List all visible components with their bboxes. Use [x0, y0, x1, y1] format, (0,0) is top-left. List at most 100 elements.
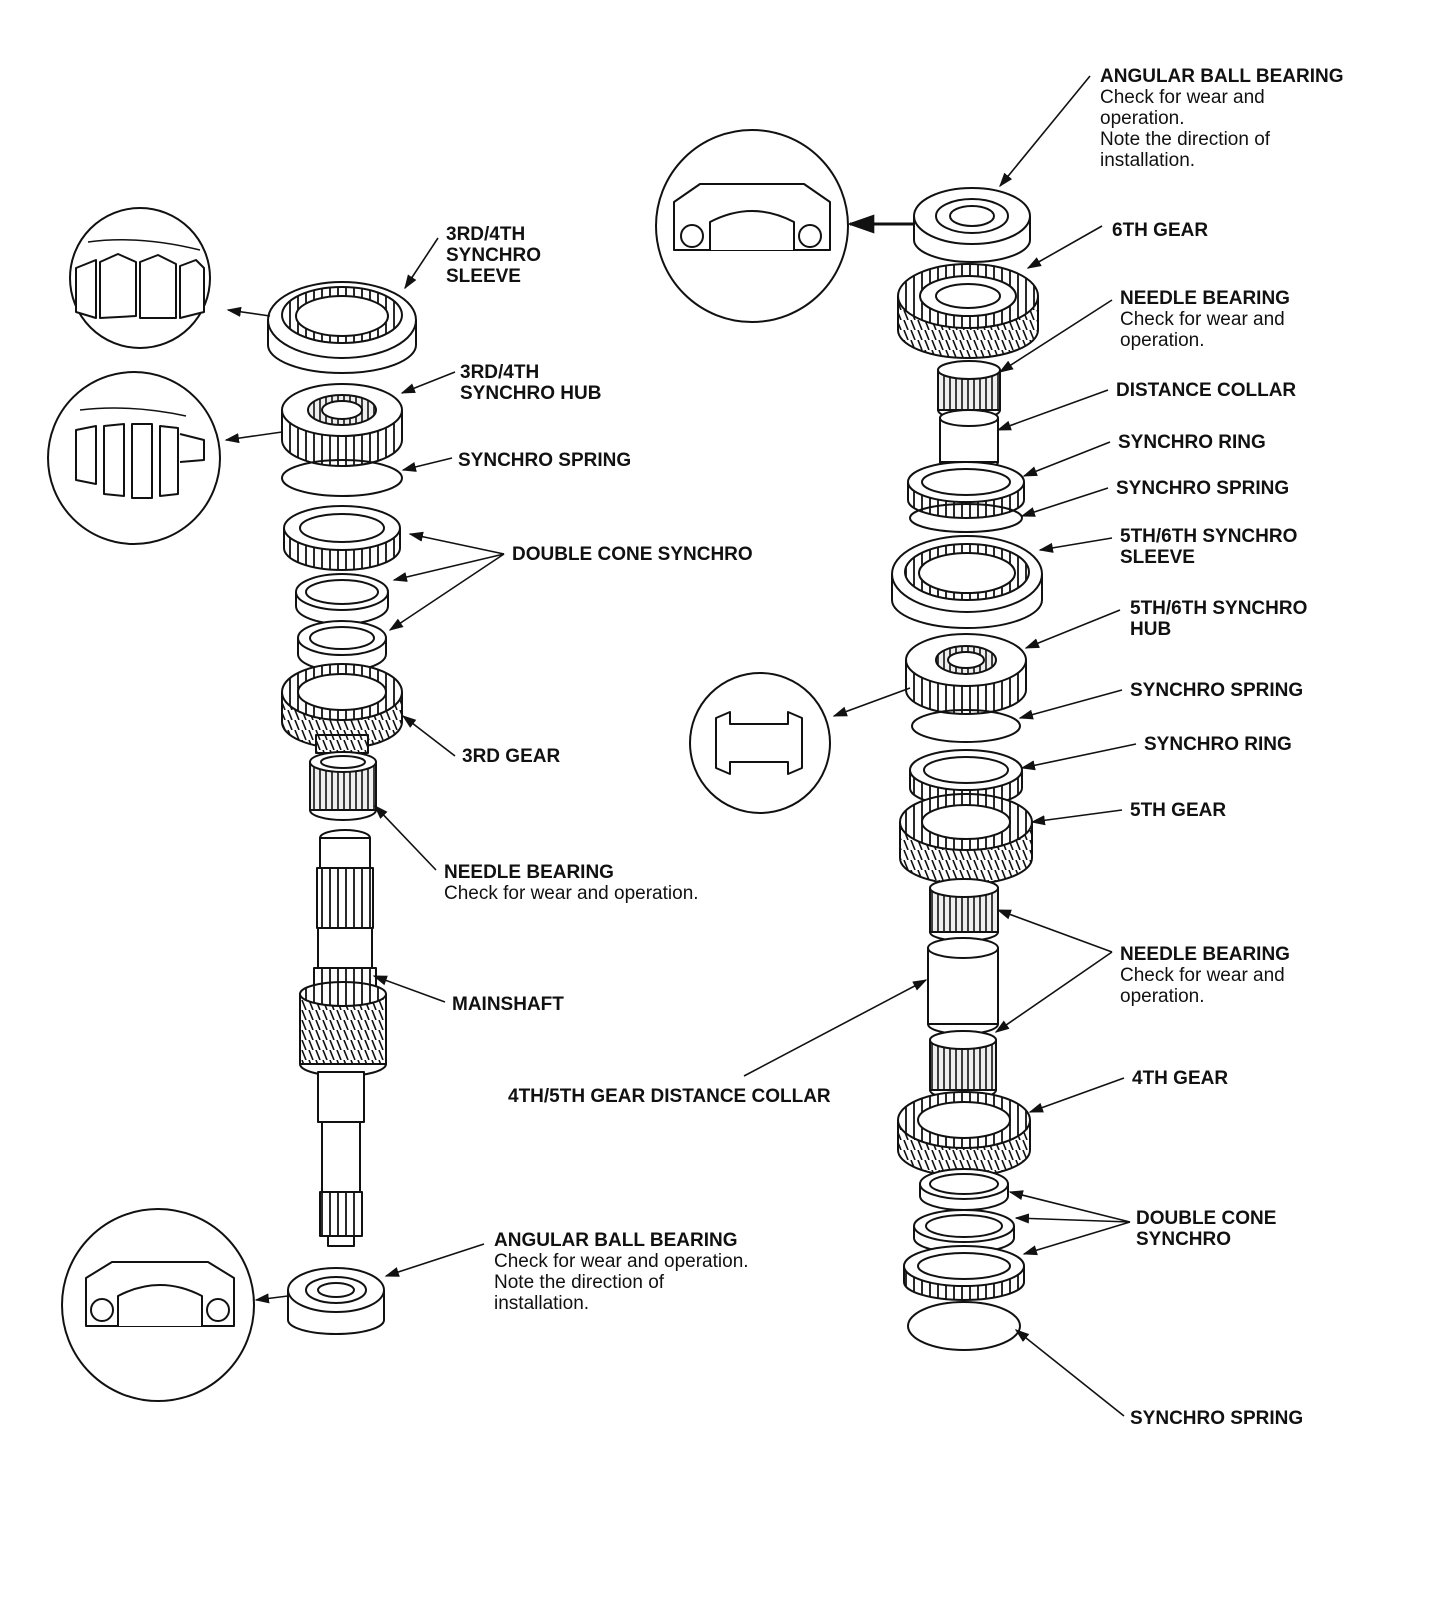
- leader-dcs-left-3: [388, 553, 505, 631]
- detail-hub-section: [689, 672, 831, 814]
- gear-5th: [899, 793, 1033, 885]
- leader-ball-right: [999, 75, 1091, 188]
- label-note-line: Check for wear and: [1100, 87, 1265, 108]
- label-synchro-spring-right-middle: SYNCHRO SPRING: [1130, 680, 1303, 701]
- leader-gear-5th: [1030, 809, 1123, 826]
- leader-dcs-right-3: [1022, 1221, 1131, 1256]
- angular-ball-bearing-left: [287, 1267, 385, 1335]
- needle-bearing-left: [309, 751, 377, 821]
- label-title-line: SYNCHRO: [1136, 1229, 1232, 1250]
- label-title-line: 5TH/6TH SYNCHRO: [1120, 526, 1298, 547]
- detail-bearing-section-left: [61, 1208, 255, 1402]
- needle-bearing-right-middle: [929, 878, 999, 942]
- leader-needle-right-1: [996, 909, 1113, 953]
- label-title-line: SYNCHRO RING: [1144, 734, 1292, 755]
- label-title-line: ANGULAR BALL BEARING: [1100, 66, 1344, 87]
- label-note-line: Check for wear and: [1120, 309, 1285, 330]
- detail-sleeve-teeth: [69, 207, 211, 349]
- label-title-line: SYNCHRO SPRING: [1130, 1408, 1304, 1429]
- label-title-line: 3RD/4TH: [460, 362, 540, 383]
- needle-bearing-right-top: [937, 360, 1001, 420]
- label-synchro-spring-left: SYNCHRO SPRING: [458, 450, 631, 471]
- needle-bearing-right-lower: [929, 1030, 997, 1100]
- label-gear-5th: 5TH GEAR: [1130, 800, 1226, 821]
- label-title-line: MAINSHAFT: [452, 994, 564, 1015]
- gear-4th: [897, 1091, 1031, 1177]
- leader-collar: [996, 389, 1109, 431]
- label-synchro-spring-right-bottom: SYNCHRO SPRING: [1130, 1408, 1303, 1429]
- label-synchro-spring-right-upper: SYNCHRO SPRING: [1116, 478, 1289, 499]
- label-note-line: installation.: [1100, 150, 1196, 171]
- label-note-line: operation.: [1120, 986, 1205, 1007]
- synchro-spring-right-bottom: [907, 1301, 1021, 1351]
- leader-dcs-left-2: [392, 553, 505, 582]
- leader-gear-4th: [1028, 1077, 1125, 1113]
- label-synchro-ring-lower: SYNCHRO RING: [1144, 734, 1292, 755]
- label-title-line: SYNCHRO: [446, 245, 542, 266]
- label-title-line: NEEDLE BEARING: [444, 862, 614, 883]
- label-title-line: SYNCHRO RING: [1118, 432, 1266, 453]
- synchro-sleeve-3rd-4th: [267, 281, 417, 374]
- leader-sleeve-5th-6th: [1038, 537, 1113, 553]
- label-title-line: 5TH GEAR: [1130, 800, 1227, 821]
- label-note-line: Check for wear and operation.: [444, 883, 699, 904]
- leader-detail-hub: [224, 431, 283, 444]
- label-title-line: SLEEVE: [446, 266, 521, 287]
- angular-ball-bearing-right: [913, 187, 1031, 263]
- label-title-line: 4TH GEAR: [1132, 1068, 1229, 1089]
- label-title-line: 4TH/5TH GEAR DISTANCE COLLAR: [508, 1086, 831, 1107]
- leader-needle-left: [374, 804, 437, 871]
- synchro-spring-right-upper: [909, 503, 1023, 533]
- label-title-line: 5TH/6TH SYNCHRO: [1130, 598, 1308, 619]
- double-cone-synchro-right: [903, 1168, 1025, 1301]
- label-title-line: NEEDLE BEARING: [1120, 288, 1290, 309]
- leader-detail-sleeve: [226, 306, 271, 317]
- leader-detail-bearing-left: [254, 1293, 289, 1304]
- label-title-line: SYNCHRO SPRING: [1130, 680, 1304, 701]
- label-title-line: NEEDLE BEARING: [1120, 944, 1290, 965]
- label-gear-3rd: 3RD GEAR: [462, 746, 560, 767]
- label-gear-6th: 6TH GEAR: [1112, 220, 1208, 241]
- synchro-hub-3rd-4th: [281, 383, 403, 467]
- synchro-spring-left: [281, 459, 403, 497]
- leader-needle-right-2: [994, 951, 1113, 1033]
- leader-collar-4th-5th: [743, 979, 928, 1077]
- leader-dcs-right-2: [1014, 1213, 1131, 1224]
- leader-needle-right-top: [998, 299, 1113, 373]
- label-note-line: operation.: [1120, 330, 1205, 351]
- label-title-line: ANGULAR BALL BEARING: [494, 1230, 738, 1251]
- leader-gear-6th: [1026, 225, 1103, 269]
- leader-gear-3rd: [401, 715, 456, 757]
- leader-spring-right-bottom: [1014, 1329, 1125, 1417]
- mainshaft: [299, 829, 387, 1247]
- leader-dcs-right-1: [1008, 1190, 1131, 1223]
- label-title-line: DOUBLE CONE SYNCHRO: [512, 544, 753, 565]
- double-cone-synchro-left: [283, 505, 401, 672]
- label-distance-collar-4th-5th: 4TH/5TH GEAR DISTANCE COLLAR: [508, 1086, 831, 1107]
- label-note-line: Check for wear and operation.: [494, 1251, 749, 1272]
- label-mainshaft: MAINSHAFT: [452, 994, 564, 1015]
- leader-ball-left: [384, 1243, 485, 1277]
- distance-collar-4th-5th: [927, 937, 999, 1035]
- leader-detail-hub-5th-6th: [832, 687, 911, 717]
- leader-mainshaft: [372, 975, 446, 1003]
- leader-hub-5th-6th: [1024, 609, 1121, 649]
- label-title-line: 3RD/4TH: [446, 224, 526, 245]
- gear-3rd: [281, 663, 403, 754]
- label-note-line: Note the direction of: [1100, 129, 1271, 150]
- label-note-line: Check for wear and: [1120, 965, 1285, 986]
- label-title-line: SYNCHRO SPRING: [1116, 478, 1290, 499]
- distance-collar: [939, 409, 999, 471]
- leader-spring-right-middle: [1018, 689, 1123, 720]
- leader-dcs-left-1: [408, 531, 505, 555]
- label-title-line: SLEEVE: [1120, 547, 1195, 568]
- label-gear-4th: 4TH GEAR: [1132, 1068, 1228, 1089]
- label-title-line: 3RD GEAR: [462, 746, 561, 767]
